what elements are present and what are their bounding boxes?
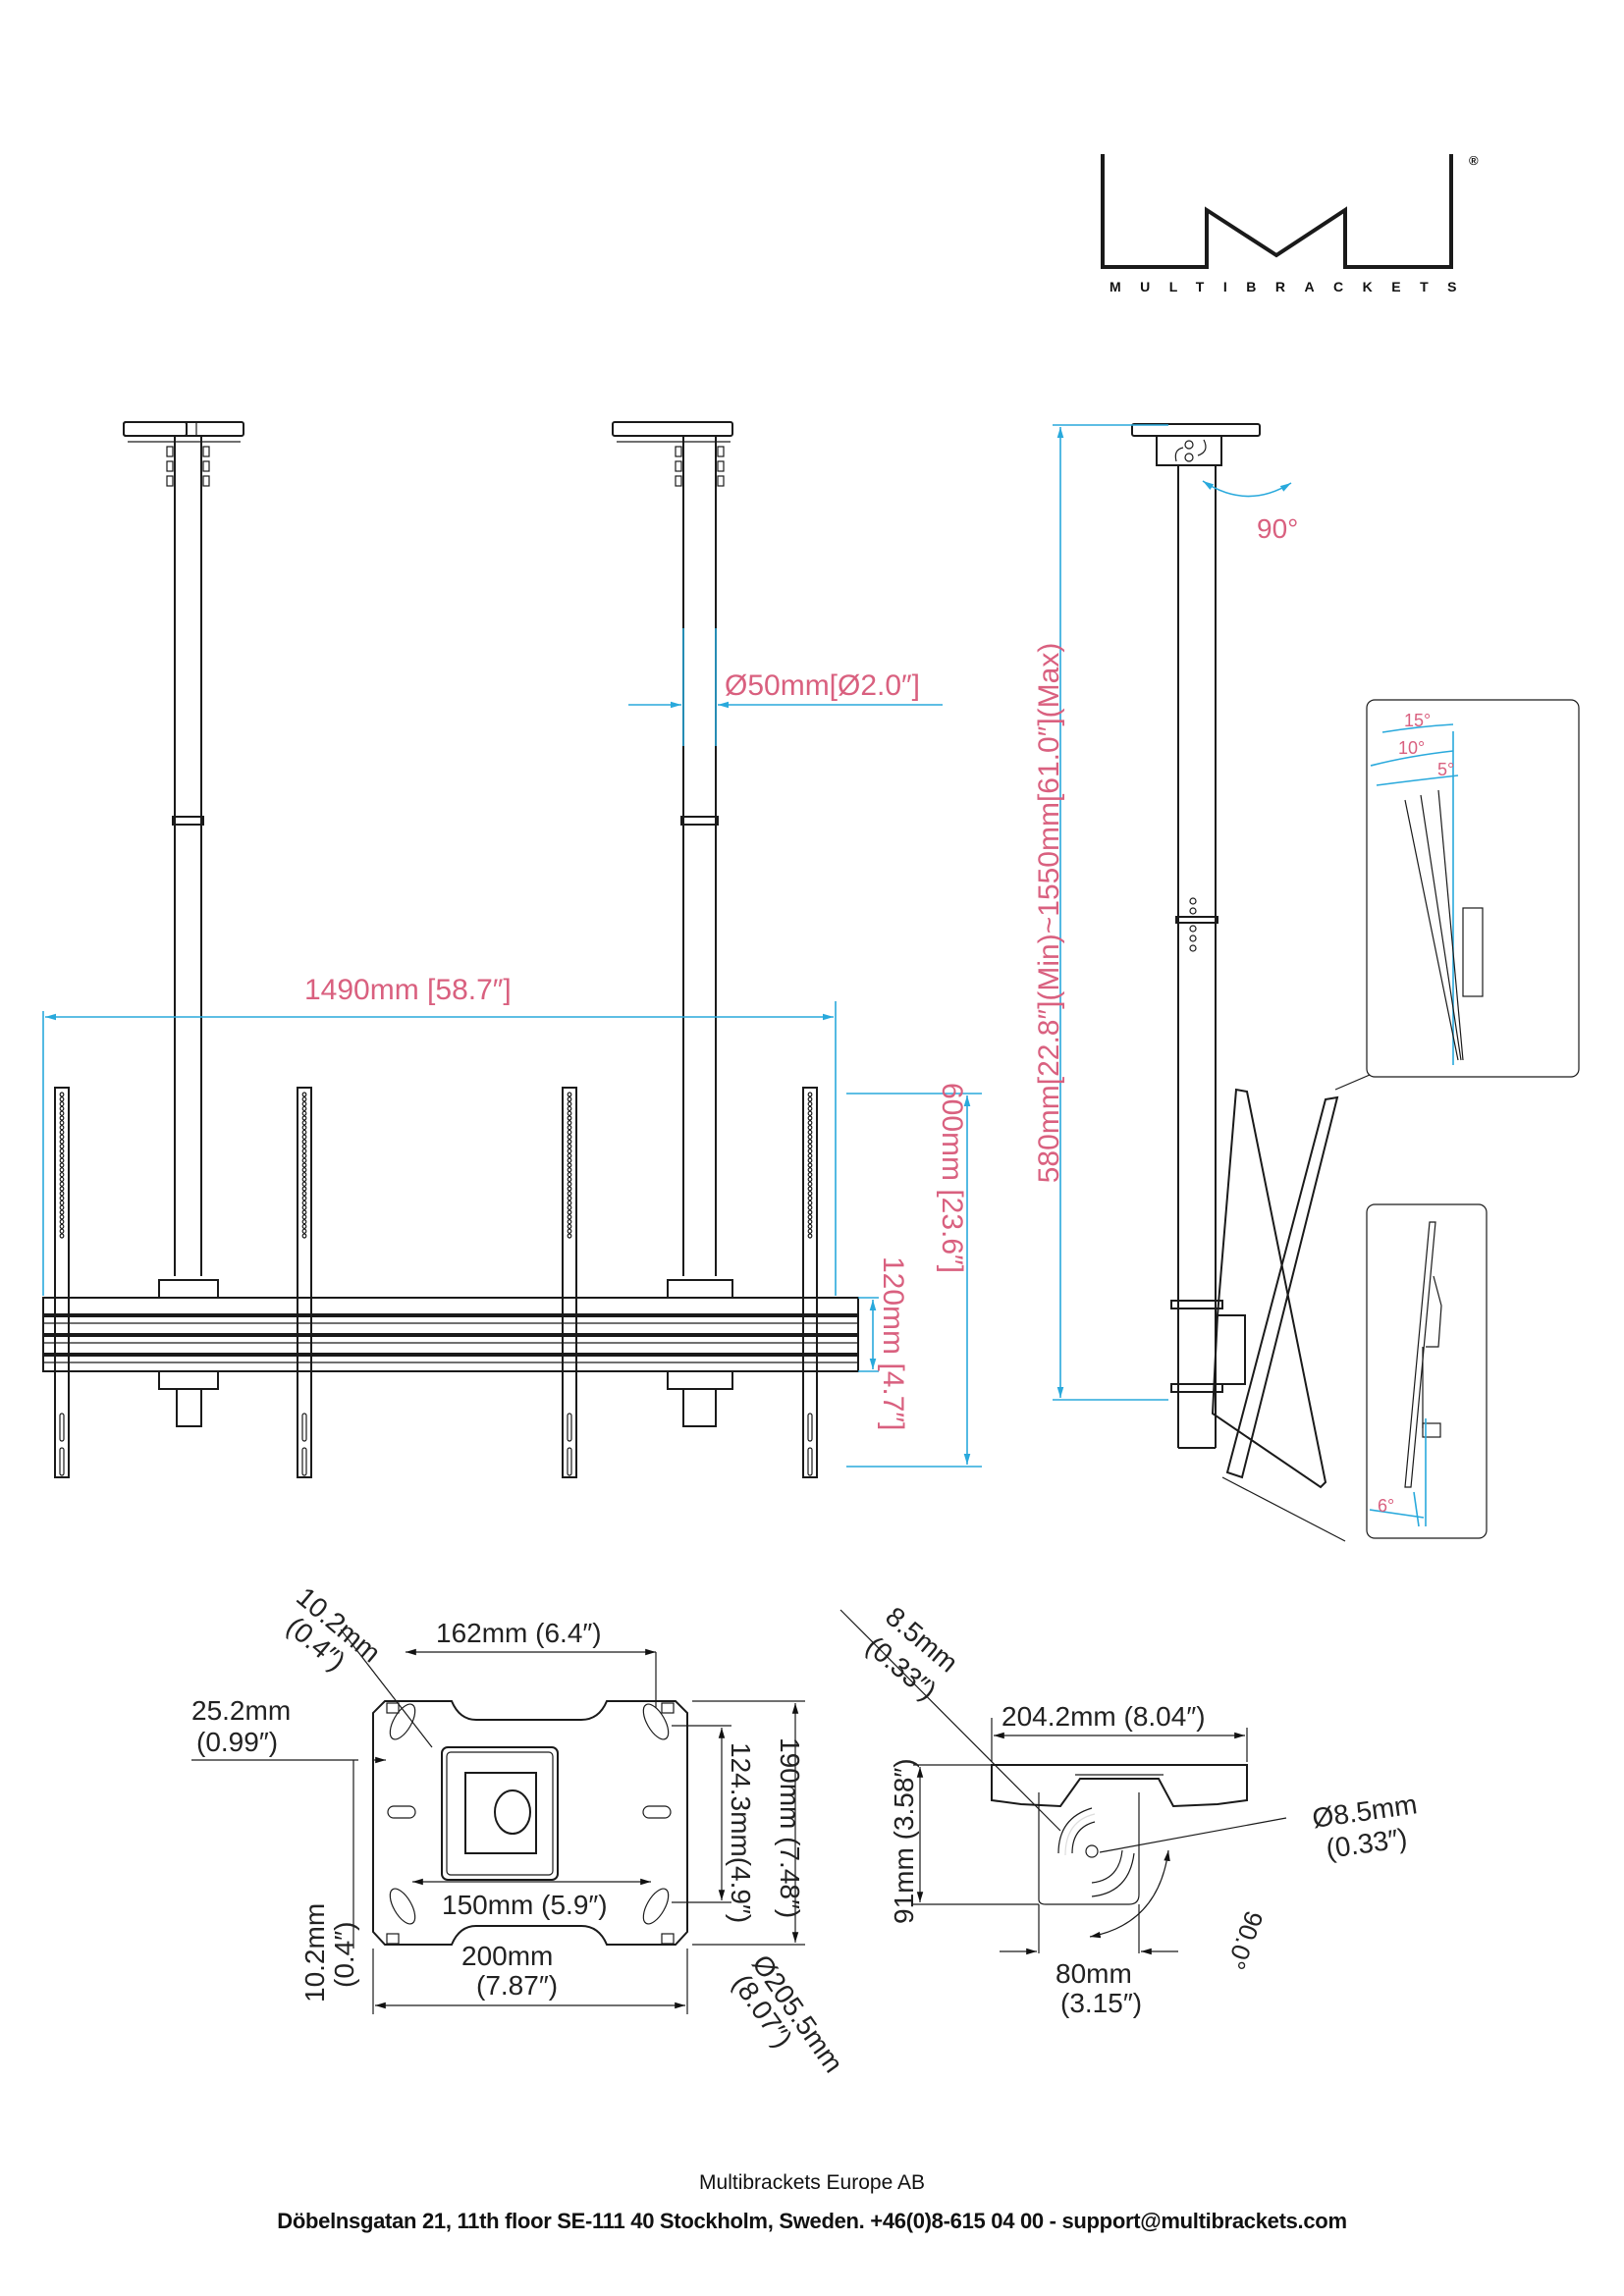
dim-width-162: 162mm (6.4″) <box>436 1618 602 1648</box>
pole-clamps <box>158 1279 733 1427</box>
pole-right <box>675 436 725 1276</box>
logo-wordmark: MULTIBRACKETS <box>1110 279 1477 294</box>
dim-height-190: 190mm (7.48″) <box>775 1737 805 1918</box>
dim-pole-diameter: Ø50mm[Ø2.0″] <box>725 669 920 702</box>
ceiling-plate-top-view <box>372 1700 688 1946</box>
footer-address: Döbelnsgatan 21, 11th floor SE-111 40 St… <box>277 2209 1347 2233</box>
ceiling-plate-side-dimensions <box>839 1609 1287 1955</box>
dim-width-in: (7.87″) <box>476 1970 558 2001</box>
dim-side-width-mm: 80mm <box>1056 1958 1132 1989</box>
dim-pole-length: 580mm[22.8″](Min)~1550mm[61.0″](Max) <box>1033 643 1065 1184</box>
vesa-bracket <box>297 1087 312 1478</box>
dim-side-width-in: (3.15″) <box>1060 1988 1142 2018</box>
tilt-detail-box <box>1366 699 1580 1078</box>
vesa-bracket <box>54 1087 70 1478</box>
vesa-brackets <box>54 1087 818 1478</box>
dim-bracket-height: 600mm [23.6″] <box>936 1083 968 1273</box>
ceiling-plate-side-view <box>991 1764 1248 1905</box>
ceiling-plate-top-dimensions <box>191 1629 805 2014</box>
dim-side-height-91: 91mm (3.58″) <box>889 1758 919 1924</box>
tilt-10-label: 10° <box>1398 738 1425 758</box>
vesa-bracket <box>802 1087 818 1478</box>
dim-offset-mm: 25.2mm <box>191 1695 291 1726</box>
tilt-15-label: 15° <box>1404 711 1431 730</box>
multibrackets-logo <box>1101 154 1453 269</box>
tilt-5-label: 5° <box>1437 760 1454 779</box>
registered-mark: ® <box>1469 153 1479 168</box>
forward-tilt-box <box>1366 1203 1488 1539</box>
tilt-forward-label: 6° <box>1378 1496 1394 1516</box>
vesa-bracket <box>562 1087 577 1478</box>
horizontal-rail <box>42 1297 859 1372</box>
dim-holes-150: 150mm (5.9″) <box>442 1890 608 1920</box>
dim-slot-v-in: (0.4″) <box>329 1922 359 1988</box>
ceiling-cap-right <box>612 421 733 443</box>
dim-offset-in: (0.99″) <box>196 1727 278 1757</box>
front-view-dimensions <box>42 628 982 1468</box>
ceiling-cap-left <box>123 421 244 443</box>
dim-rotation-90: 90° <box>1257 513 1298 544</box>
dim-total-width: 1490mm [58.7″] <box>304 974 512 1006</box>
dim-holes-124: 124.3mm(4.9″) <box>726 1742 756 1923</box>
dim-bar-height: 120mm [4.7″] <box>877 1256 909 1430</box>
dim-side-width-204: 204.2mm (8.04″) <box>1001 1701 1206 1732</box>
dim-side-rotation: 90.0° <box>1220 1907 1269 1974</box>
side-view-dimensions <box>1053 424 1168 1401</box>
pole-left <box>166 436 210 1276</box>
footer-company: Multibrackets Europe AB <box>699 2171 925 2194</box>
front-view-drawing <box>42 421 859 1478</box>
dim-width-mm: 200mm <box>461 1941 553 1971</box>
side-view-drawing <box>1131 423 1371 1542</box>
dim-slot-v-mm: 10.2mm <box>299 1903 330 2002</box>
